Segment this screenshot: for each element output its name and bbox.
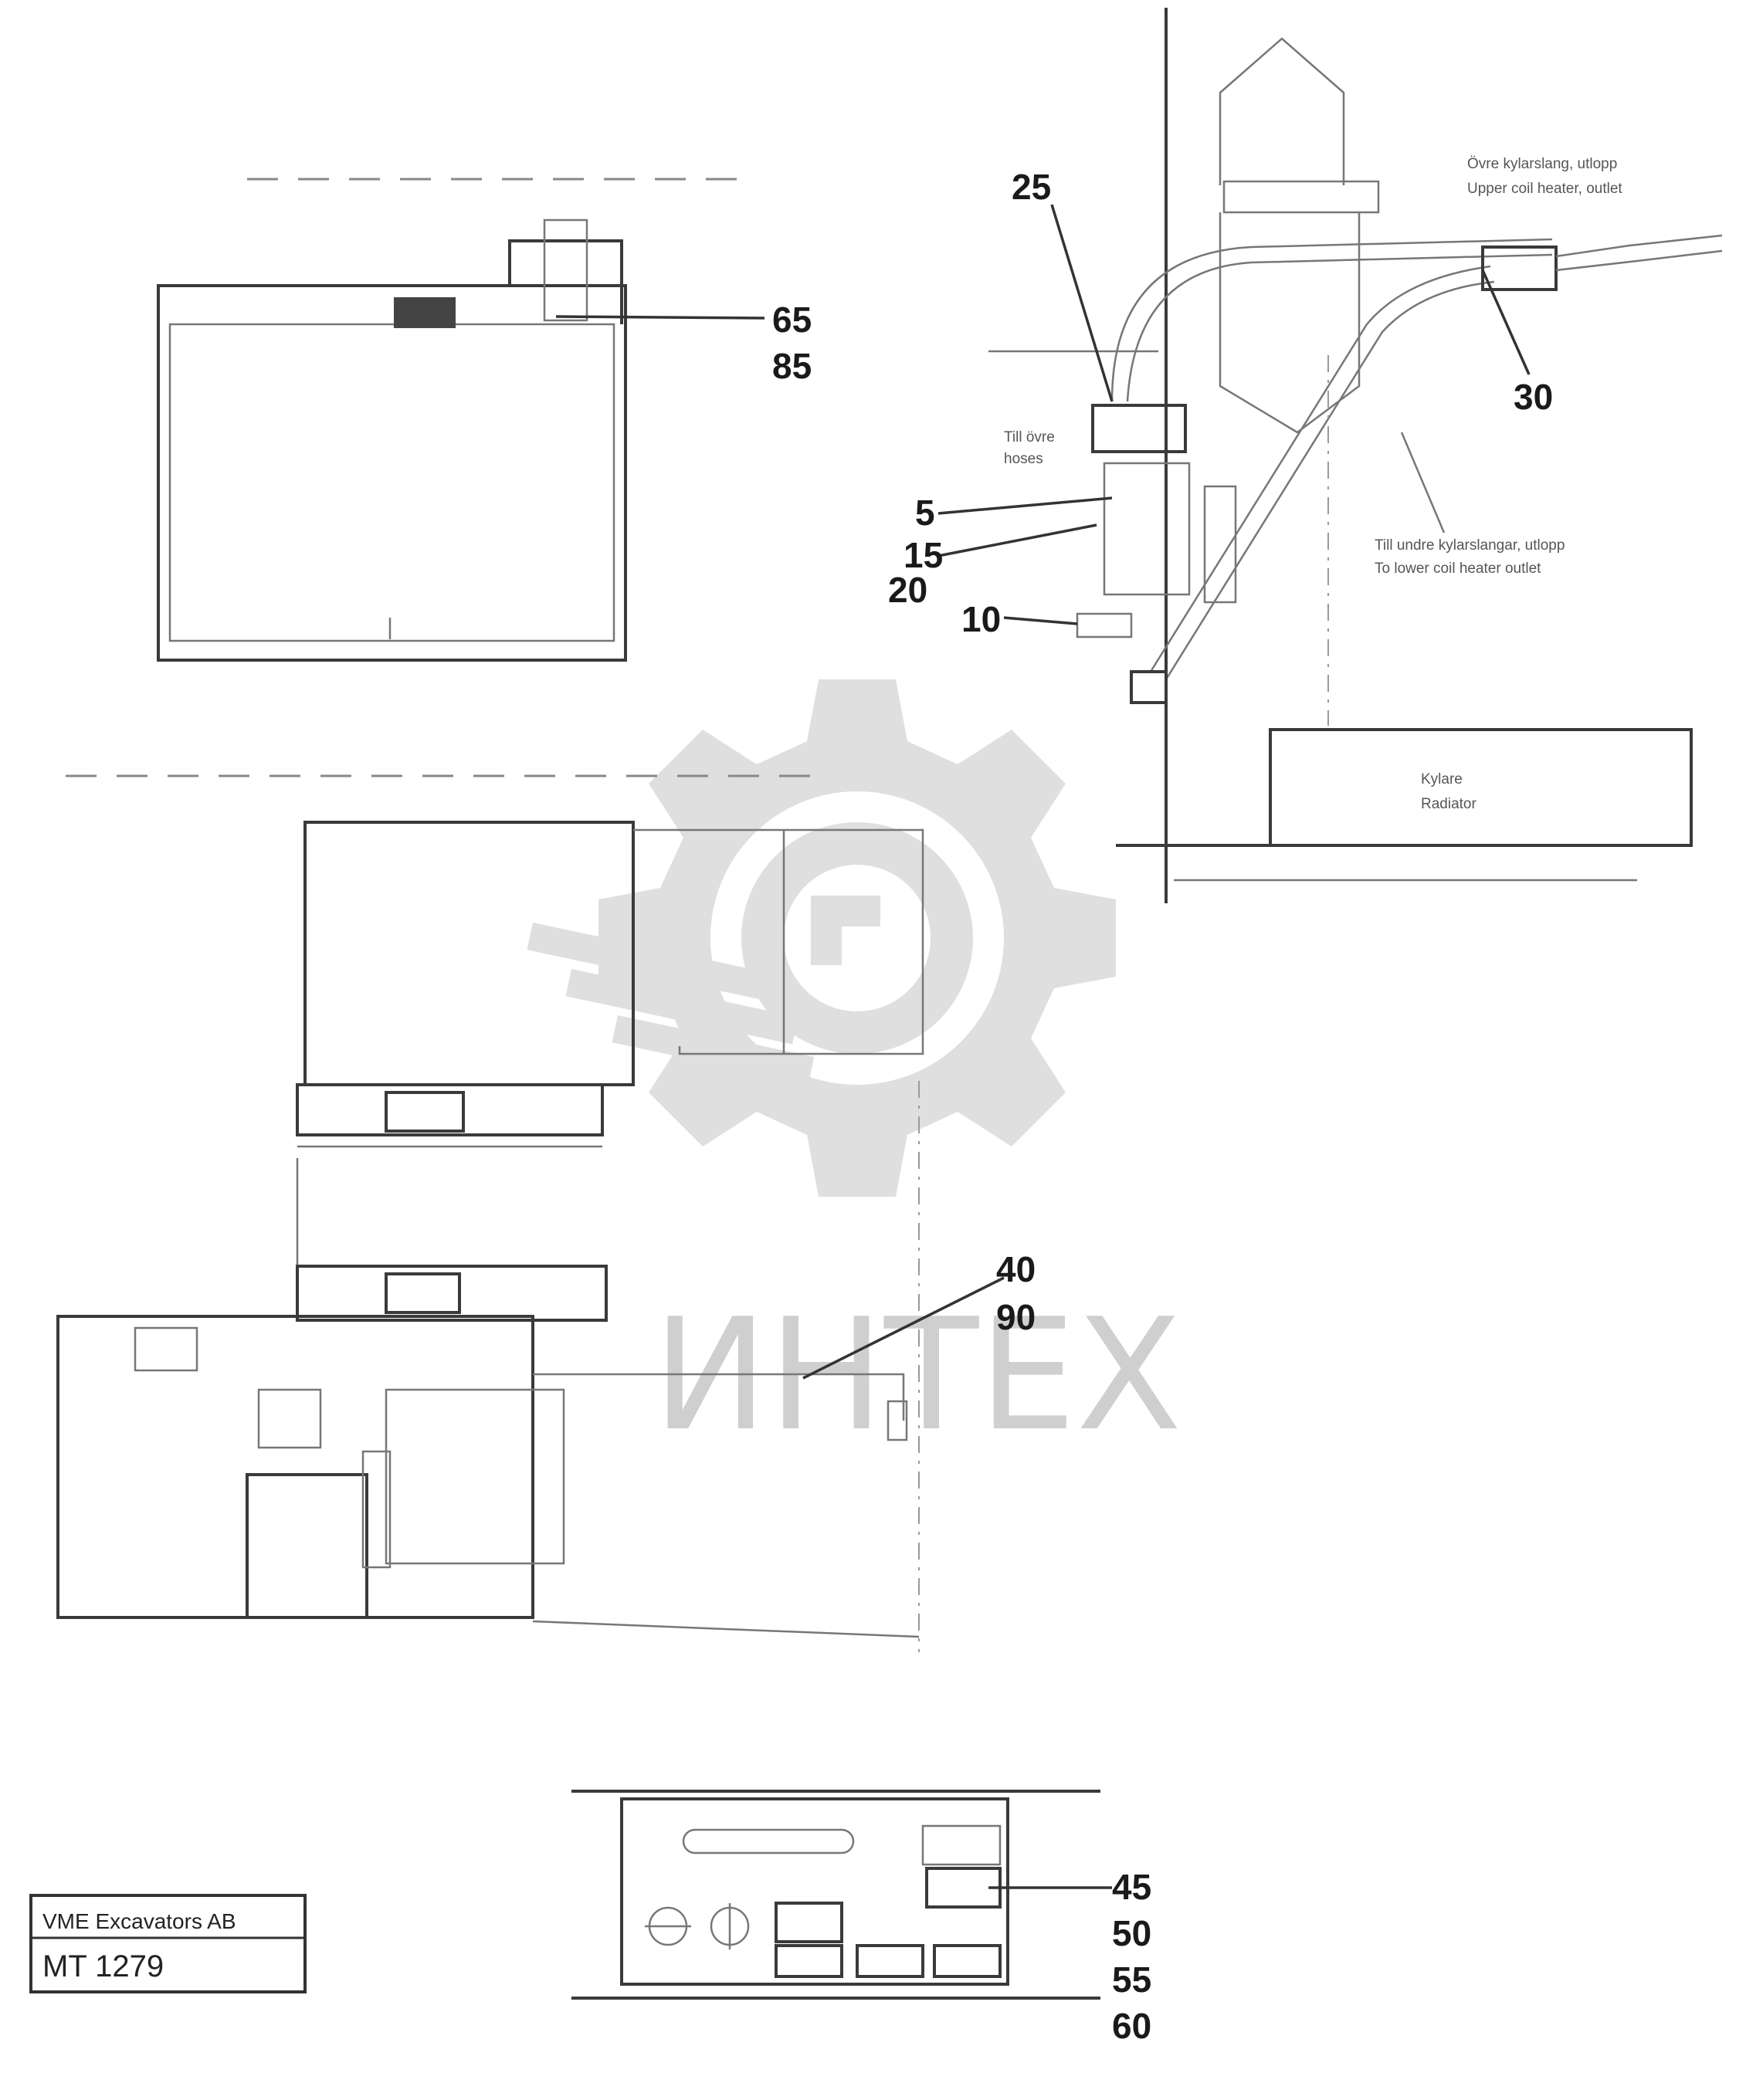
engine-body (1219, 212, 1361, 434)
drain-cock (1130, 670, 1168, 704)
frame-outline (56, 1315, 534, 1619)
unit-frame (385, 1388, 565, 1565)
radiator-box (1269, 728, 1693, 847)
callout-30: 30 (1514, 377, 1553, 417)
leader-40 (802, 1276, 1005, 1380)
callout-90: 90 (996, 1297, 1036, 1337)
hose-upper-a (1110, 238, 1553, 402)
filler-neck (543, 218, 588, 322)
switch-1 (775, 1902, 843, 1943)
bottom-guide (532, 1620, 920, 1638)
tank-inner (168, 323, 615, 642)
small-box (257, 1388, 322, 1449)
top-block (385, 1272, 461, 1314)
sensor-block (394, 297, 456, 328)
note-radiator-sv: Kylare (1421, 771, 1463, 788)
note-hoses-en: hoses (1004, 451, 1043, 467)
cab-extension (633, 828, 924, 1055)
switch-2 (775, 1944, 843, 1978)
middle-view (66, 774, 924, 1148)
hose-lower-a (1149, 265, 1491, 672)
hose-lower-b (1165, 280, 1495, 680)
cable-run (533, 1373, 905, 1421)
stamp-box (29, 1894, 307, 1993)
note-lower-outlet-sv: Till undre kylarslangar, utlopp (1375, 537, 1565, 554)
panel-display (682, 1828, 855, 1854)
base-block (385, 1091, 465, 1133)
pump-body (1103, 462, 1191, 596)
callout-60: 60 (1112, 2006, 1151, 2046)
leader-10 (1003, 616, 1078, 625)
hose-upper-b (1126, 253, 1553, 402)
panel-body (620, 1797, 1009, 1986)
leader-30 (1481, 269, 1531, 375)
unit-box (246, 1473, 368, 1619)
bracket-left (134, 1326, 198, 1372)
callout-45: 45 (1112, 1867, 1151, 1907)
cab-outline (303, 821, 635, 1086)
feed-line-1 (1555, 234, 1723, 258)
valve-body (1091, 404, 1187, 453)
engine-flange (1222, 180, 1380, 214)
leader-lower-note (1400, 432, 1446, 533)
stamp-company: VME Excavators AB (42, 1909, 236, 1933)
switch-4 (933, 1944, 1002, 1978)
base-plate (296, 1083, 604, 1136)
intech-gear-logo (527, 679, 1116, 1197)
note-hoses-sv: Till övre (1004, 429, 1055, 445)
nipple-10 (1076, 612, 1133, 638)
callout-20: 20 (888, 570, 927, 610)
title-stamp (29, 1894, 307, 1993)
tank-outline (157, 284, 627, 662)
switch-top (921, 1824, 1002, 1866)
unit-pipe (361, 1450, 392, 1569)
note-lower-outlet-en: To lower coil heater outlet (1375, 561, 1541, 577)
top-left-view (157, 178, 765, 662)
callout-85: 85 (772, 346, 812, 386)
callout-40: 40 (996, 1249, 1036, 1289)
note-upper-outlet-sv: Övre kylarslang, utlopp (1467, 156, 1617, 172)
feed-line-2 (1555, 249, 1723, 272)
callout-5: 5 (915, 493, 935, 533)
tank-top-step (158, 239, 623, 324)
callout-25: 25 (1012, 167, 1051, 207)
callout-55: 55 (1112, 1959, 1151, 2000)
callout-65: 65 (772, 300, 812, 340)
stamp-code: MT 1279 (42, 1949, 164, 1983)
note-radiator-en: Radiator (1421, 796, 1476, 812)
top-plate (296, 1265, 608, 1322)
leader-25 (1050, 204, 1114, 402)
control-panel-view (571, 1790, 1112, 2000)
callout-15: 15 (904, 535, 943, 575)
lower-left-view (56, 1081, 1005, 1652)
switch-3 (856, 1944, 924, 1978)
callout-50: 50 (1112, 1913, 1151, 1953)
top-right-view (937, 8, 1723, 903)
engine-top (1219, 37, 1345, 185)
watermark-text: ИНТЕХ (653, 1285, 1182, 1465)
pipe-fitting (1481, 246, 1558, 291)
leader-65 (555, 315, 765, 320)
leader-5 (937, 496, 1113, 515)
callout-10: 10 (961, 599, 1001, 639)
leader-15 (937, 523, 1097, 557)
note-upper-outlet-en: Upper coil heater, outlet (1467, 181, 1622, 197)
cable-end (887, 1400, 908, 1441)
bracket-arm (1203, 485, 1237, 604)
